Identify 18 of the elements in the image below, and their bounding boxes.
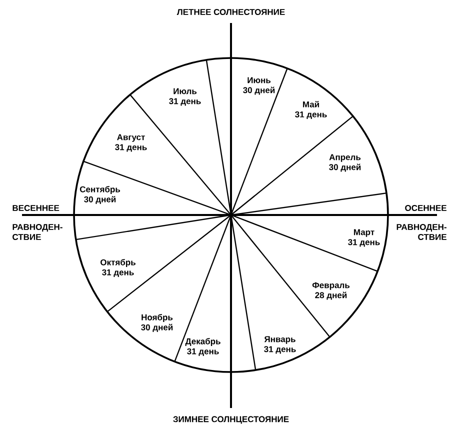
axis-caption: РАВНОДЕН-СТВИЕ bbox=[12, 224, 62, 240]
month-label: Февраль 28 дней bbox=[312, 282, 350, 300]
month-label: Декабрь 31 день bbox=[185, 338, 220, 356]
month-label: Июль 31 день bbox=[169, 88, 201, 106]
month-label: Ноябрь 30 дней bbox=[141, 314, 173, 332]
month-label: Август 31 день bbox=[115, 134, 147, 152]
axis-caption: ЗИМНЕЕ СОЛНЦЕСТОЯНИЕ bbox=[173, 416, 289, 424]
month-label: Июнь 30 дней bbox=[243, 77, 275, 95]
month-label: Сентябрь 30 дней bbox=[80, 186, 120, 204]
axis-caption: РАВНОДЕН-СТВИЕ bbox=[396, 224, 446, 240]
axis-caption: ОСЕННЕЕ bbox=[405, 204, 446, 211]
month-label: Январь 31 день bbox=[264, 336, 296, 354]
axis-caption: ВЕСЕННЕЕ bbox=[12, 204, 60, 211]
month-label: Март 31 день bbox=[348, 229, 380, 247]
month-label: Апрель 30 дней bbox=[329, 154, 361, 172]
month-label: Май 31 день bbox=[295, 100, 327, 119]
axis-caption: ЛЕТНЕЕ СОЛНЕСТОЯНИЕ bbox=[176, 9, 285, 15]
month-label: Октябрь 31 день bbox=[100, 259, 136, 277]
